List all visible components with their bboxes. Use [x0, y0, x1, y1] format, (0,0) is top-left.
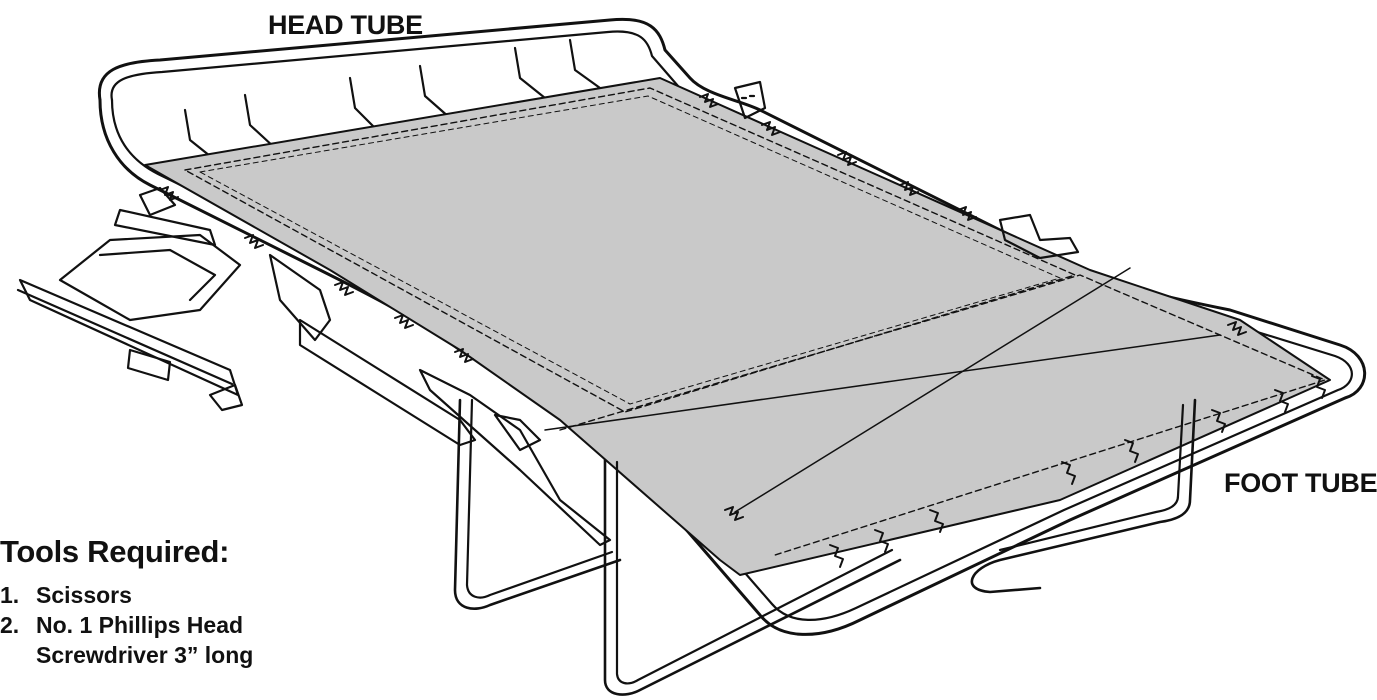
- tool-item-number: 1.: [0, 582, 20, 608]
- foot-tube-label: FOOT TUBE: [1224, 468, 1377, 498]
- tool-item-number: 2.: [0, 612, 20, 638]
- center-leg-inner: [615, 460, 894, 685]
- cross-wire-b: [544, 334, 1221, 431]
- foot-section-stitching: [559, 274, 1326, 556]
- tool-item: 1. Scissors: [0, 580, 276, 610]
- tool-item-text: No. 1 Phillips Head Screwdriver 3” long: [36, 612, 254, 668]
- right-leg-inner: [998, 403, 1185, 552]
- left-front-leg: [453, 398, 622, 610]
- tool-item: 2. No. 1 Phillips Head Screwdriver 3” lo…: [0, 610, 276, 670]
- tools-list: 1. Scissors 2. No. 1 Phillips Head Screw…: [0, 580, 276, 670]
- tool-item-text: Scissors: [36, 582, 132, 608]
- tools-required-section: Tools Required: 1. Scissors 2. No. 1 Phi…: [0, 534, 276, 670]
- center-hinge-bracket: [998, 213, 1080, 260]
- head-support-wires: [183, 38, 602, 162]
- tools-required-heading: Tools Required:: [0, 534, 230, 569]
- mattress-deck-fabric: [144, 77, 1331, 576]
- deck-stitching: [184, 87, 1076, 413]
- head-hinge-bracket: [733, 80, 767, 120]
- cross-wire-a: [734, 267, 1131, 513]
- center-leg: [603, 458, 902, 696]
- right-leg: [970, 398, 1197, 594]
- left-front-leg-inner: [465, 398, 614, 599]
- deck-stitching-inner: [199, 95, 1061, 405]
- helical-springs: [159, 93, 1326, 568]
- left-side-rail-inner: [110, 98, 332, 260]
- head-tube-label: HEAD TUBE: [268, 10, 423, 40]
- left-folding-linkage: [16, 186, 612, 547]
